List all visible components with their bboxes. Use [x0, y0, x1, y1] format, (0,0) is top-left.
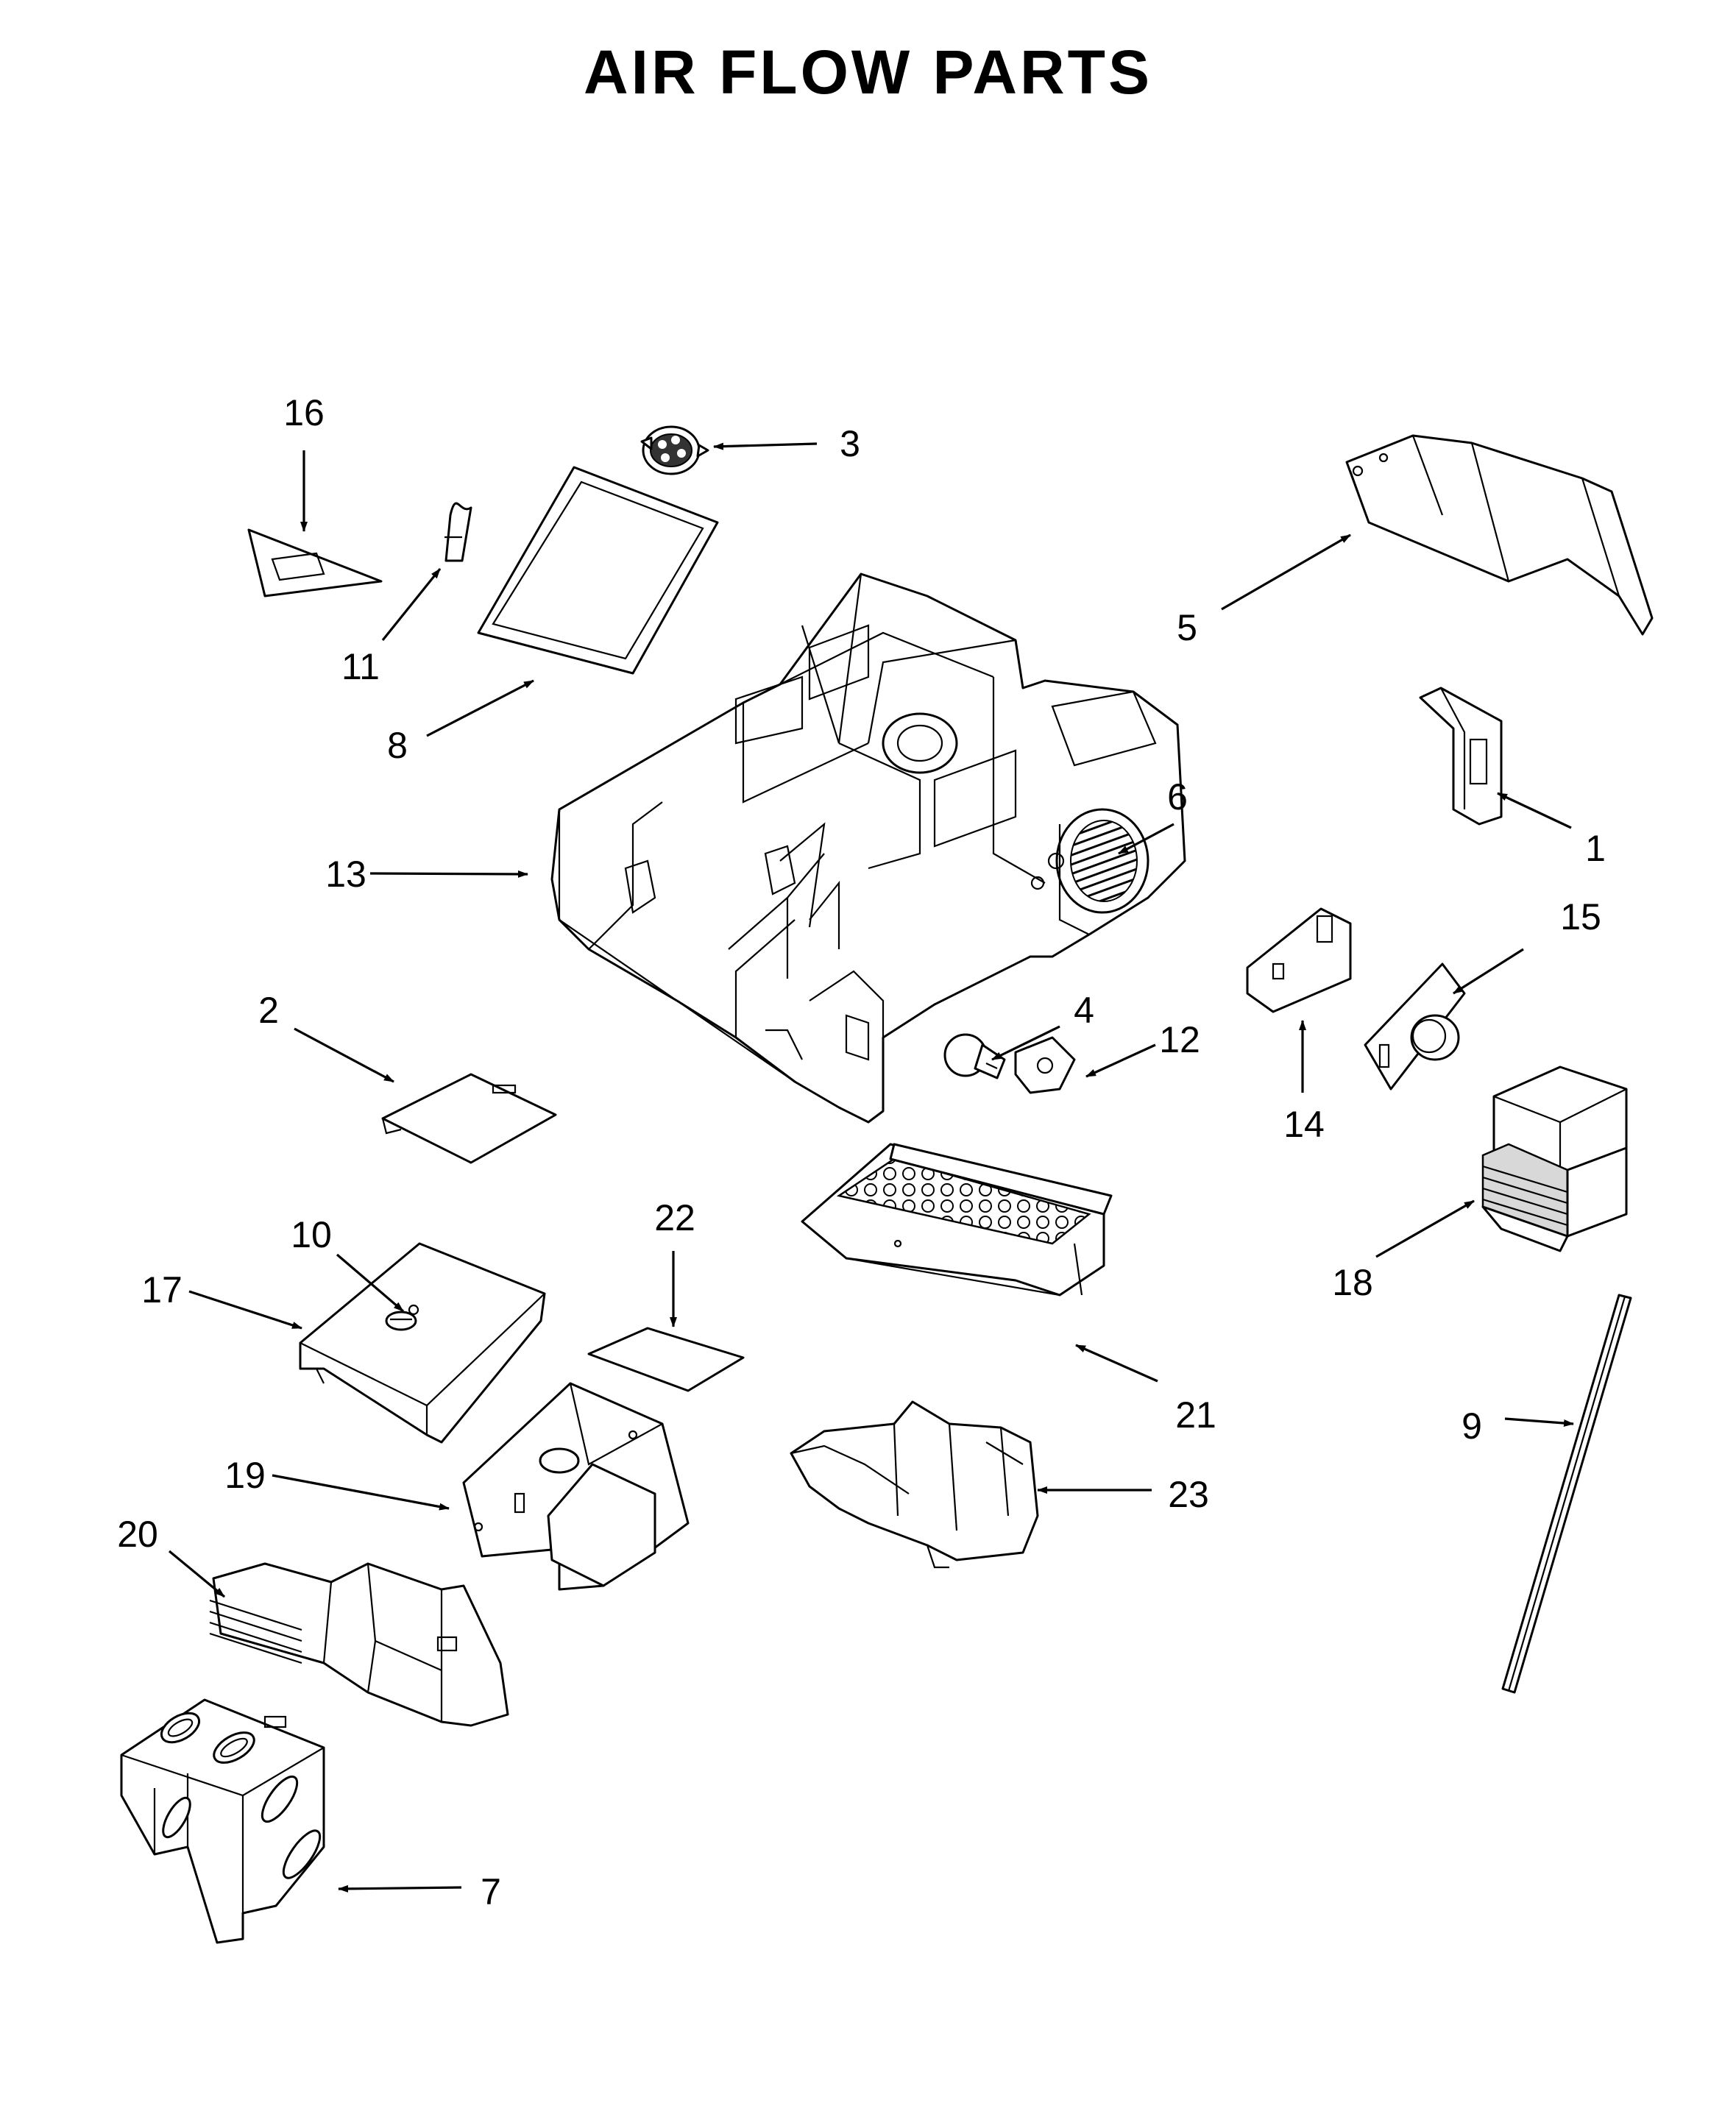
callout-2: 2	[258, 990, 279, 1031]
callout-21: 21	[1175, 1394, 1216, 1436]
callout-6: 6	[1167, 776, 1188, 818]
callout-10: 10	[291, 1214, 332, 1255]
callout-18: 18	[1332, 1262, 1373, 1303]
part-11-tube	[444, 502, 472, 562]
callout-8: 8	[387, 725, 408, 766]
leader-lines	[168, 442, 1574, 1893]
callout-9: 9	[1462, 1405, 1482, 1447]
part-2-plate	[381, 1073, 557, 1164]
part-17-cover	[299, 1242, 546, 1444]
callout-19: 19	[224, 1455, 266, 1496]
part-12-socket	[1014, 1036, 1076, 1094]
callout-11: 11	[341, 646, 380, 687]
part-16-plate	[247, 528, 383, 597]
callout-16: 16	[283, 392, 325, 433]
part-14-circuit-board	[1246, 907, 1352, 1013]
callout-22: 22	[654, 1197, 695, 1238]
part-19-duct-bracket	[462, 1382, 690, 1591]
callout-14: 14	[1283, 1104, 1325, 1145]
callout-13: 13	[325, 854, 366, 895]
part-10-thermostat	[385, 1304, 419, 1331]
part-8-filter-frame	[477, 466, 719, 675]
part-18-transformer	[1481, 1065, 1628, 1252]
part-9-strip	[1501, 1294, 1632, 1694]
callout-1: 1	[1585, 828, 1606, 869]
callout-17: 17	[141, 1269, 183, 1311]
part-22-sheet	[587, 1327, 745, 1392]
callout-4: 4	[1074, 990, 1094, 1031]
callout-20: 20	[117, 1514, 158, 1555]
page-title: AIR FLOW PARTS	[583, 38, 1153, 107]
part-7-housing	[120, 1698, 325, 1944]
callout-3: 3	[840, 423, 860, 464]
part-21-grille	[801, 1143, 1113, 1297]
part-3-motor	[640, 425, 709, 475]
part-4-bulb	[943, 1033, 1006, 1079]
part-5-duct-cover	[1345, 434, 1654, 636]
part-13-duct-housing	[550, 572, 1186, 1124]
part-23-air-guide	[790, 1400, 1039, 1569]
callout-23: 23	[1168, 1474, 1209, 1515]
callout-15: 15	[1560, 896, 1601, 937]
callout-5: 5	[1177, 607, 1197, 648]
callout-7: 7	[481, 1871, 501, 1912]
callout-12: 12	[1159, 1019, 1200, 1060]
part-15-capacitor	[1364, 962, 1466, 1091]
callout-labels: 16 3 5 11 8 6 13 1 15 2 4 12 14 10 22 17…	[117, 392, 1606, 1912]
part-20-vent	[209, 1562, 509, 1727]
part-1-bracket	[1419, 687, 1503, 826]
